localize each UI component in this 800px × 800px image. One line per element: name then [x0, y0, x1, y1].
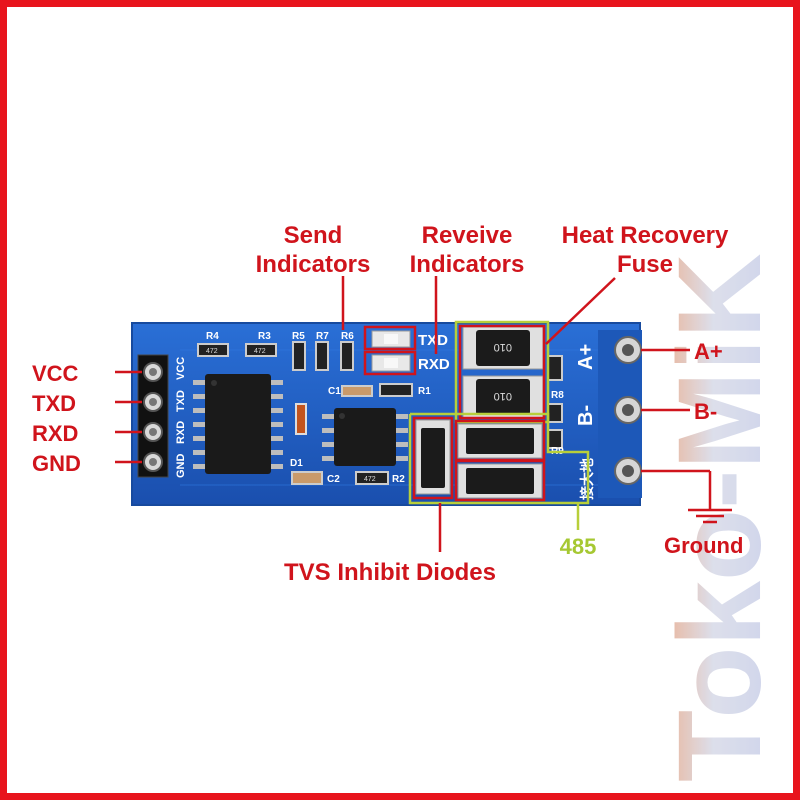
ref-r2: R2	[392, 474, 405, 485]
ref-c2: C2	[327, 474, 340, 485]
silk-led-rxd: RXD	[418, 356, 450, 373]
silk-pin-vcc: VCC	[175, 357, 187, 380]
label-a-plus: A+	[694, 339, 723, 364]
ref-r1: R1	[418, 386, 431, 397]
silk-b-minus: B-	[575, 405, 597, 426]
svg-text:472: 472	[364, 476, 376, 483]
box-tvs-diode-3	[454, 459, 546, 502]
silk-pin-txd: TXD	[175, 390, 187, 412]
box-tvs-diode-1	[412, 416, 454, 500]
silk-pin-gnd: GND	[175, 454, 187, 479]
ic-chip-main	[193, 374, 283, 474]
svg-text:010: 010	[494, 341, 512, 353]
ref-d1: D1	[290, 458, 303, 469]
ref-r3: R3	[258, 331, 271, 342]
ref-r4: R4	[206, 331, 219, 342]
highlight-boxes	[363, 320, 590, 505]
watermark: Toko-MiK	[654, 253, 786, 782]
svg-text:472: 472	[206, 348, 218, 355]
label-pin-vcc: VCC	[32, 361, 79, 386]
ref-c1: C1	[328, 386, 341, 397]
silk-led-txd: TXD	[418, 332, 448, 349]
svg-text:010: 010	[494, 390, 512, 402]
label-send-line1: Send	[284, 222, 343, 249]
smd-resistors: 472 472 472	[197, 341, 563, 485]
label-485: 485	[560, 534, 597, 559]
ref-r5: R5	[292, 331, 305, 342]
label-tvs: TVS Inhibit Diodes	[284, 559, 496, 586]
pcb-board: VCC TXD RXD GND	[131, 322, 642, 506]
ref-r8: R8	[551, 390, 564, 401]
label-ground: Ground	[664, 533, 743, 558]
label-fuse-line2: Fuse	[617, 251, 673, 278]
ic-chip-transceiver	[322, 408, 408, 466]
box-receive-led	[363, 350, 417, 376]
label-receive-line2: Indicators	[410, 251, 525, 278]
label-pin-rxd: RXD	[32, 421, 78, 446]
label-fuse-line1: Heat Recovery	[562, 222, 729, 249]
label-pin-gnd: GND	[32, 451, 81, 476]
silk-pin-rxd: RXD	[175, 421, 187, 444]
silk-a-plus: A+	[575, 344, 597, 370]
leader-lines	[115, 276, 732, 552]
led-indicators: TXD RXD	[371, 330, 450, 373]
label-send-line2: Indicators	[256, 251, 371, 278]
label-receive-line1: Reveive	[422, 222, 513, 249]
ref-r6: R6	[341, 331, 354, 342]
label-pin-txd: TXD	[32, 391, 76, 416]
fuses: 010 010	[462, 326, 544, 419]
tvs-diodes	[415, 419, 543, 499]
svg-text:472: 472	[254, 348, 266, 355]
ref-r7: R7	[316, 331, 329, 342]
box-send-led	[363, 325, 417, 351]
box-fuses-inner	[458, 324, 546, 420]
header-pins	[143, 362, 163, 472]
box-tvs-outer	[408, 412, 590, 505]
label-b-minus: B-	[694, 399, 717, 424]
terminal-block: A+ B- 接大地	[575, 330, 642, 500]
